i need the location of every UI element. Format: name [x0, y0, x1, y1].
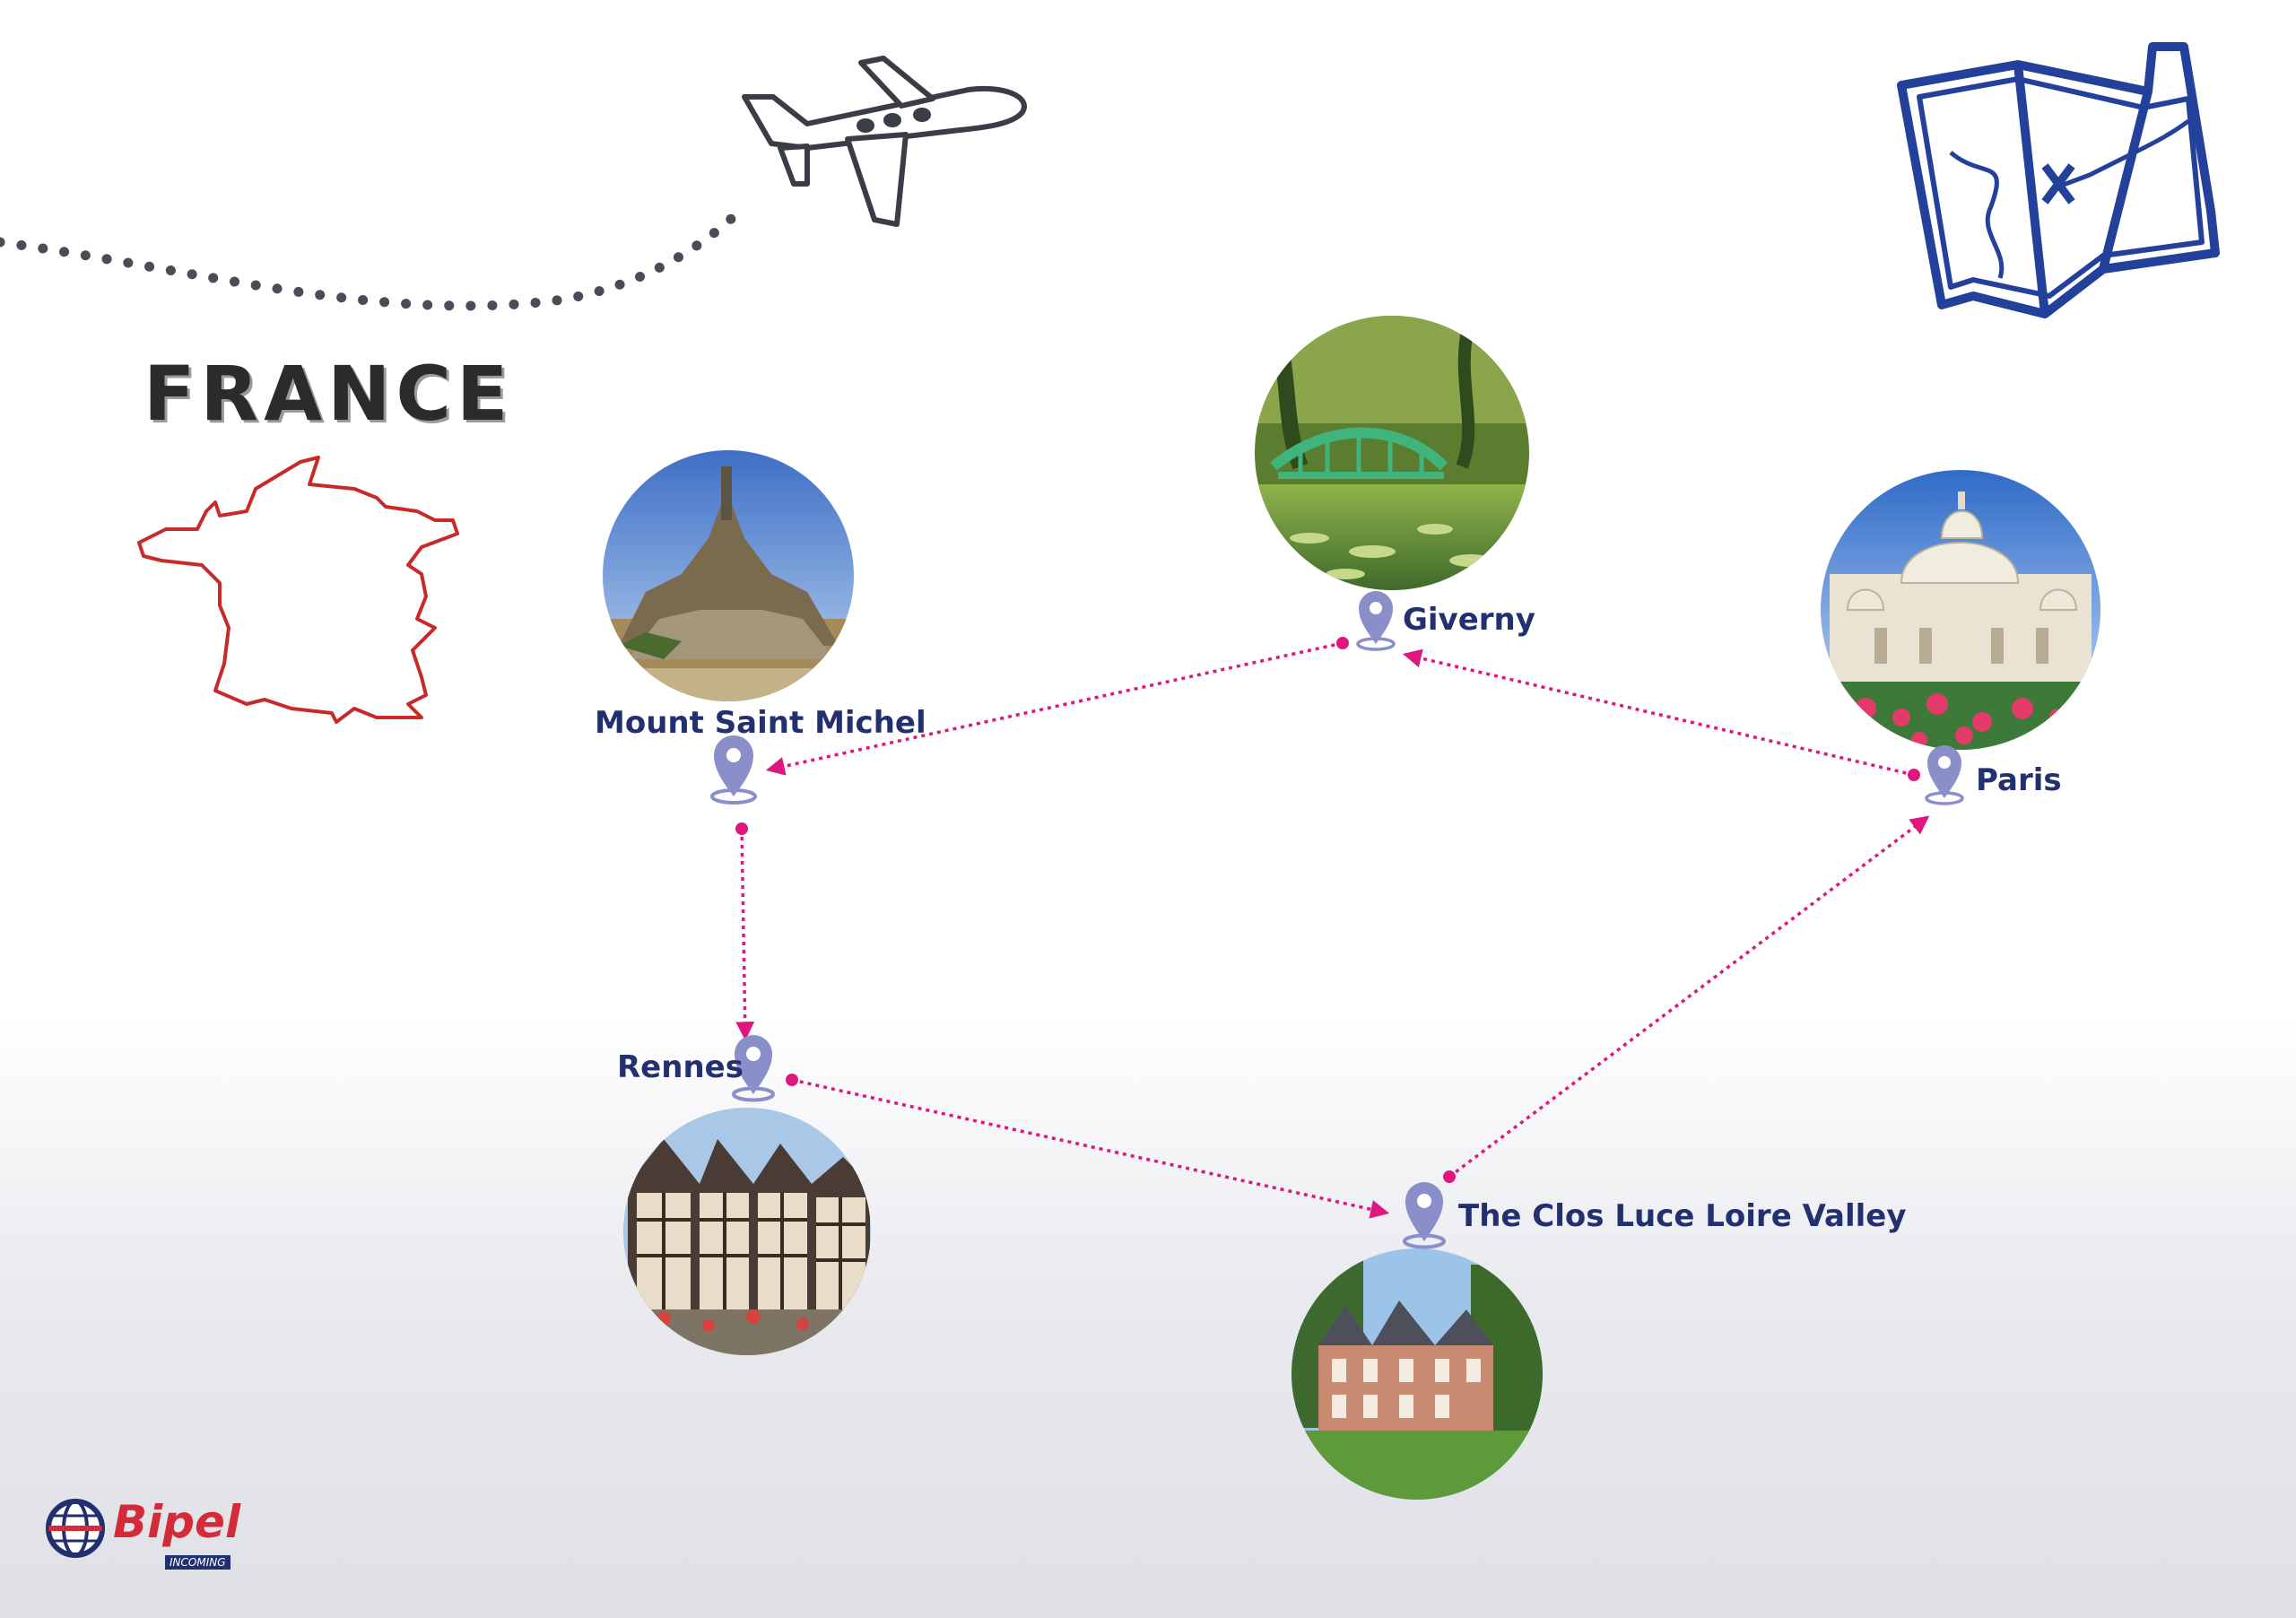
- airplane-icon: [742, 56, 1027, 227]
- france-outline: [137, 456, 459, 724]
- logo-subtitle: INCOMING: [165, 1555, 230, 1570]
- label-giverny: Giverny: [1403, 602, 1535, 638]
- label-paris: Paris: [1976, 762, 2062, 798]
- flight-trail: [0, 201, 750, 311]
- label-clos-luce: The Clos Luce Loire Valley: [1458, 1198, 1907, 1234]
- bipel-logo: Bipel INCOMING: [47, 1496, 253, 1571]
- pin-icon-mount-saint-michel: [710, 735, 757, 805]
- paris-photo: [1821, 470, 2100, 750]
- page-title: FRANCE: [144, 350, 514, 438]
- route-clos-luce-to-paris: [1448, 815, 1930, 1179]
- rennes-photo: [623, 1108, 871, 1355]
- label-rennes: Rennes: [617, 1049, 744, 1085]
- clos-luce-photo: [1292, 1248, 1543, 1500]
- mont-saint-michel-photo: [603, 450, 854, 701]
- route-paris-to-giverny: [1402, 648, 1915, 777]
- folded-map-icon: [1897, 42, 2220, 318]
- pin-icon-clos-luce: [1403, 1182, 1446, 1249]
- pin-icon-paris: [1925, 745, 1964, 805]
- label-mount-saint-michel: Mount Saint Michel: [595, 705, 926, 741]
- giverny-photo: [1255, 316, 1529, 590]
- pin-icon-rennes: [732, 1035, 775, 1102]
- route-arrows: [735, 641, 1930, 1219]
- route-rennes-to-clos-luce: [791, 1078, 1390, 1219]
- logo-name: Bipel: [113, 1496, 241, 1548]
- globe-logo-icon: [46, 1499, 105, 1558]
- route-mount-saint-michel-to-rennes: [735, 828, 755, 1041]
- pin-icon-giverny: [1356, 591, 1396, 651]
- route-giverny-to-mount-saint-michel: [765, 641, 1344, 776]
- route-start-dots: [735, 637, 1920, 1183]
